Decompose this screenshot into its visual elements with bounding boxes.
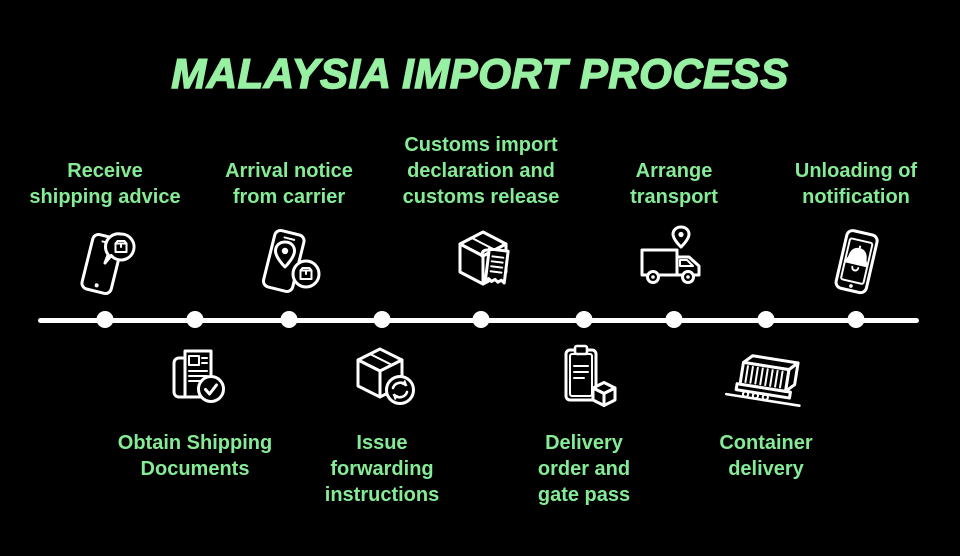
step-arrival-notice-from-carrier: Arrival notice from carrier	[189, 158, 389, 302]
truck-location-icon	[640, 225, 701, 284]
timeline-dot	[472, 311, 490, 328]
step-receive-shipping-advice: Receive shipping advice	[5, 158, 205, 302]
step-label: Unloading of notification	[794, 160, 918, 208]
timeline-dot	[665, 311, 683, 328]
page-title: MALAYSIA IMPORT PROCESS	[171, 49, 789, 97]
shipping-documents-check-icon	[172, 349, 225, 403]
timeline-dot	[280, 311, 298, 328]
step-label: Customs import declaration and customs r…	[402, 134, 560, 208]
step-label: Issue forwarding instructions	[324, 432, 440, 506]
container-trailer-icon	[725, 354, 801, 407]
smartphone-location-icon	[261, 228, 321, 293]
step-container-delivery: Container delivery	[666, 338, 866, 482]
timeline-dot	[186, 311, 204, 328]
step-unloading-of-notification: Unloading of notification	[756, 158, 956, 302]
step-delivery-order-gate-pass: Delivery order and gate pass	[484, 338, 684, 508]
timeline-dot	[575, 311, 593, 328]
timeline-dot	[96, 311, 114, 328]
step-label: Container delivery	[719, 432, 813, 480]
timeline-dot	[757, 311, 775, 328]
step-label: Delivery order and gate pass	[537, 432, 631, 506]
step-arrange-transport: Arrange transport	[574, 158, 774, 302]
clipboard-package-icon	[564, 344, 617, 407]
step-issue-forwarding-instructions: Issue forwarding instructions	[282, 338, 482, 508]
smartphone-notification-bell-icon	[834, 229, 879, 295]
smartphone-package-message-icon	[80, 232, 136, 296]
step-label: Receive shipping advice	[29, 160, 181, 208]
package-sync-icon	[356, 347, 415, 405]
step-label: Obtain Shipping Documents	[117, 432, 273, 480]
package-receipt-icon	[458, 230, 510, 286]
step-label: Arrange transport	[630, 160, 718, 208]
step-label: Arrival notice from carrier	[225, 160, 353, 208]
timeline-dot	[373, 311, 391, 328]
timeline-dot	[847, 311, 865, 328]
step-customs-import-declaration: Customs import declaration and customs r…	[381, 132, 581, 302]
step-obtain-shipping-documents: Obtain Shipping Documents	[95, 338, 295, 482]
